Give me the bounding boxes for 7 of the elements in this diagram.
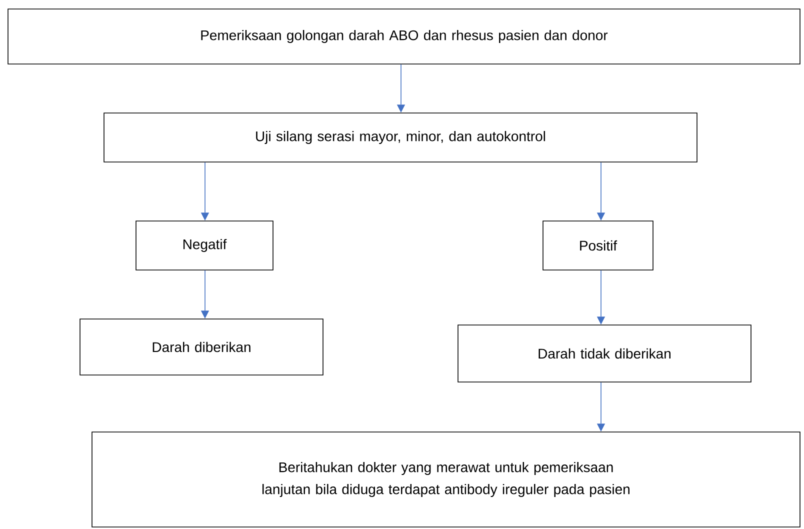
process-box: Beritahukan dokter yang merawat untuk pemeriksaan lanjutan bila diduga terdapat antibody ireguler pada pasien	[92, 432, 800, 528]
process-box: Darah tidak diberikan	[458, 324, 752, 382]
process-box: Uji silang serasi mayor, minor, dan autokontrol	[104, 112, 698, 162]
process-box: Positif	[542, 220, 654, 270]
process-box: Pemeriksaan golongan darah ABO dan rhesus pasien dan donor	[8, 8, 800, 64]
process-box: Darah diberikan	[80, 318, 324, 376]
process-box: Negatif	[136, 220, 274, 270]
